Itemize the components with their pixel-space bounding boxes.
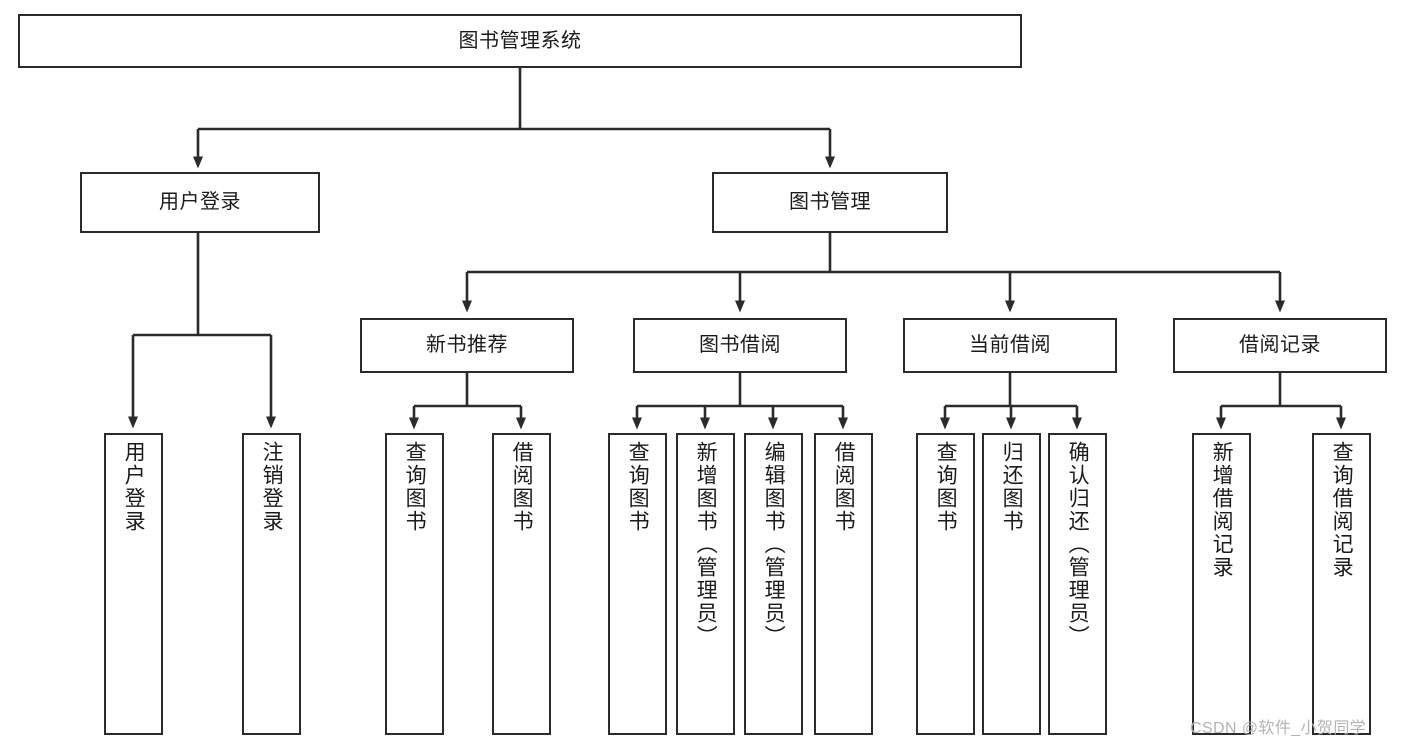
leaf-borrow-borrow-book[interactable]: 借阅图书 bbox=[814, 433, 873, 735]
leaf-record-query-borrow-record[interactable]: 查询借阅记录 bbox=[1312, 433, 1371, 735]
leaf-current-query-book[interactable]: 查询图书 bbox=[916, 433, 975, 735]
node-label: 用户登录 bbox=[122, 441, 146, 533]
node-book-borrow[interactable]: 图书借阅 bbox=[633, 318, 847, 373]
node-label: 图书借阅 bbox=[699, 334, 781, 357]
node-label: 查询图书 bbox=[403, 441, 427, 533]
node-label: 借阅记录 bbox=[1239, 334, 1321, 357]
node-label: 借阅图书 bbox=[832, 441, 856, 533]
node-label: 新书推荐 bbox=[426, 334, 508, 357]
leaf-borrow-edit-book-admin[interactable]: 编辑图书（管理员） bbox=[744, 433, 803, 735]
node-label: 确认归还（管理员） bbox=[1066, 441, 1090, 648]
node-label: 注销登录 bbox=[260, 441, 284, 533]
node-label: 用户登录 bbox=[159, 191, 241, 214]
node-label: 图书管理 bbox=[789, 191, 871, 214]
leaf-current-return-book[interactable]: 归还图书 bbox=[982, 433, 1041, 735]
node-borrow-record[interactable]: 借阅记录 bbox=[1173, 318, 1387, 373]
node-label: 图书管理系统 bbox=[458, 29, 582, 52]
leaf-borrow-query-book[interactable]: 查询图书 bbox=[608, 433, 667, 735]
leaf-borrow-add-book-admin[interactable]: 新增图书（管理员） bbox=[676, 433, 735, 735]
leaf-current-confirm-return-admin[interactable]: 确认归还（管理员） bbox=[1048, 433, 1107, 735]
node-label: 编辑图书（管理员） bbox=[762, 441, 786, 648]
leaf-user-login[interactable]: 用户登录 bbox=[104, 433, 163, 735]
node-new-book-recommend[interactable]: 新书推荐 bbox=[360, 318, 574, 373]
watermark-text: CSDN @软件_小贺同学 bbox=[1190, 720, 1367, 737]
node-label: 新增借阅记录 bbox=[1210, 441, 1234, 579]
leaf-recommend-query-book[interactable]: 查询图书 bbox=[385, 433, 444, 735]
node-label: 归还图书 bbox=[1000, 441, 1024, 533]
node-label: 当前借阅 bbox=[969, 334, 1051, 357]
node-book-management[interactable]: 图书管理 bbox=[712, 172, 948, 233]
node-label: 借阅图书 bbox=[510, 441, 534, 533]
node-current-borrow[interactable]: 当前借阅 bbox=[903, 318, 1117, 373]
node-label: 查询图书 bbox=[934, 441, 958, 533]
node-label: 查询借阅记录 bbox=[1330, 441, 1354, 579]
node-label: 查询图书 bbox=[626, 441, 650, 533]
node-label: 新增图书（管理员） bbox=[694, 441, 718, 648]
leaf-user-logout[interactable]: 注销登录 bbox=[242, 433, 301, 735]
leaf-record-add-borrow-record[interactable]: 新增借阅记录 bbox=[1192, 433, 1251, 735]
node-root-system[interactable]: 图书管理系统 bbox=[18, 14, 1022, 68]
node-user-login[interactable]: 用户登录 bbox=[80, 172, 320, 233]
leaf-recommend-borrow-book[interactable]: 借阅图书 bbox=[492, 433, 551, 735]
